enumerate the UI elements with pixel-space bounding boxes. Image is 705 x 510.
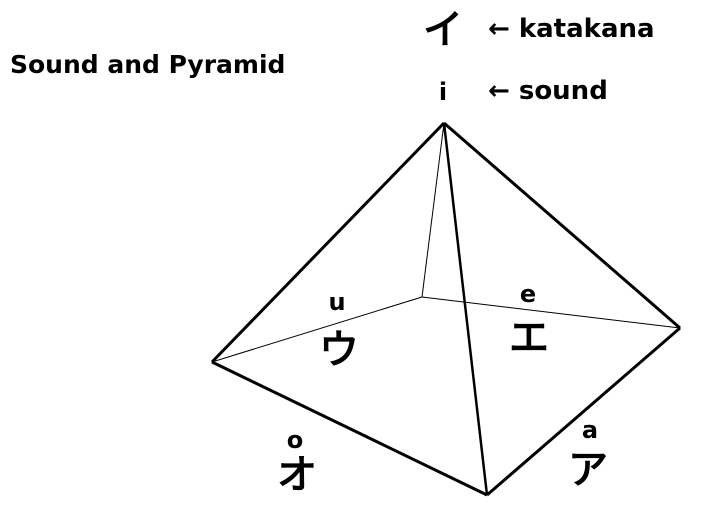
vertex-right-sound: a bbox=[581, 416, 599, 444]
edge-apex-right bbox=[443, 121, 681, 330]
vertex-right-katakana: ア bbox=[568, 447, 608, 493]
edge-left-front bbox=[211, 360, 488, 497]
vertex-back-right-sound: e bbox=[519, 280, 537, 308]
sound-legend-label: ← sound bbox=[488, 76, 608, 106]
vertex-front-katakana: オ bbox=[277, 452, 317, 498]
vertex-left-sound: u bbox=[328, 288, 346, 316]
edge-left-back bbox=[211, 296, 423, 363]
vertex-front-sound: o bbox=[286, 426, 304, 454]
vertex-top-sound: i bbox=[438, 78, 448, 106]
vertex-left-katakana: ウ bbox=[319, 327, 359, 373]
edge-apex-front bbox=[442, 122, 489, 496]
edge-apex-left bbox=[210, 121, 446, 364]
vertex-top-katakana: イ bbox=[423, 7, 463, 53]
vertex-back-right-katakana: エ bbox=[509, 315, 549, 361]
katakana-legend-label: ← katakana bbox=[488, 14, 655, 44]
edge-front-right bbox=[486, 326, 681, 497]
edge-apex-back bbox=[421, 122, 445, 298]
diagram-title: Sound and Pyramid bbox=[10, 50, 286, 79]
